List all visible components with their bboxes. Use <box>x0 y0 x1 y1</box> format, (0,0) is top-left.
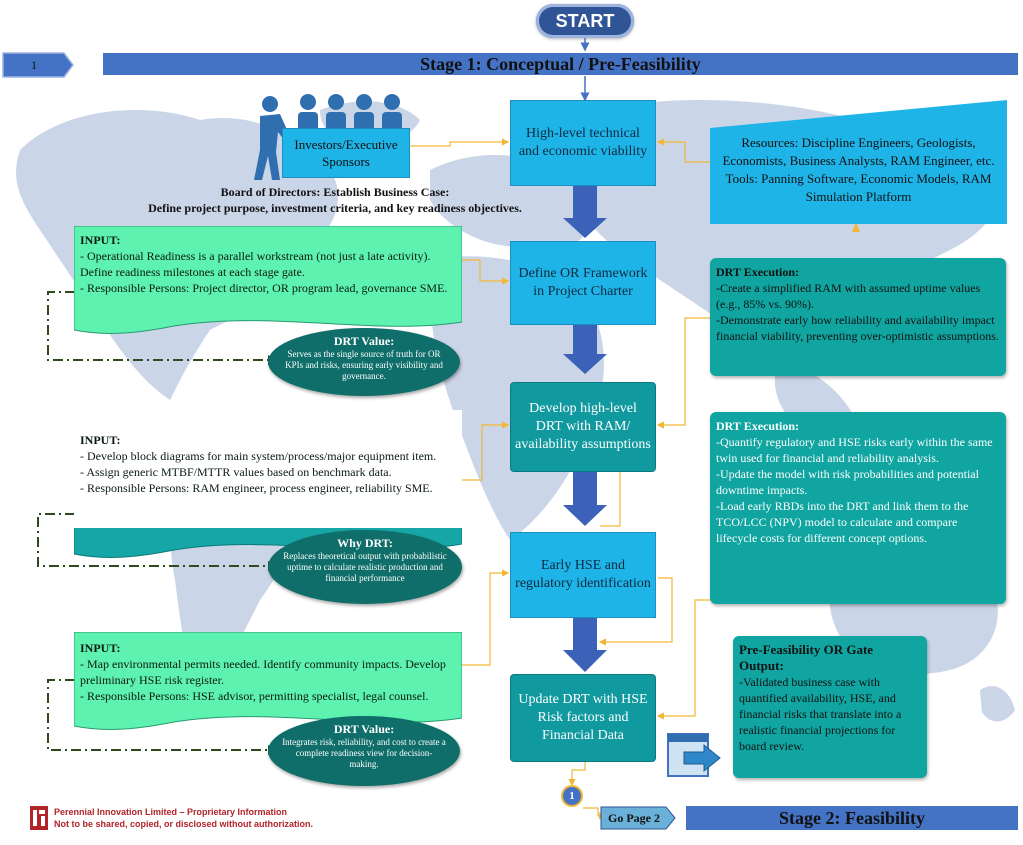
input-2-title: INPUT: <box>80 433 121 447</box>
stage-2-title-bar: Stage 2: Feasibility <box>686 806 1018 830</box>
input-3-text: - Map environmental permits needed. Iden… <box>80 657 446 703</box>
drt-execution-box-1: DRT Execution: -Create a simplified RAM … <box>710 258 1006 376</box>
input-3-title: INPUT: <box>80 641 121 655</box>
gate-output-box: Pre-Feasibility OR Gate Output: -Validat… <box>733 636 927 778</box>
resources-box-shape <box>710 100 1007 224</box>
drt-value-oval-1: DRT Value: Serves as the single source o… <box>268 328 460 396</box>
footer-proprietary-notice: Perennial Innovation Limited – Proprieta… <box>54 806 374 830</box>
drt-execution-box-2: DRT Execution: -Quantify regulatory and … <box>710 412 1006 604</box>
input-3-box: INPUT: - Map environmental permits neede… <box>74 636 462 722</box>
footer-line-1: Perennial Innovation Limited – Proprieta… <box>54 807 288 817</box>
input-2-shape <box>74 410 462 558</box>
resources-text: Resources: Discipline Engineers, Geologi… <box>722 135 995 168</box>
oval-1-title: DRT Value: <box>333 334 395 348</box>
oval-3-title: DRT Value: <box>333 722 395 736</box>
gate-title: Pre-Feasibility OR Gate Output: <box>739 642 874 673</box>
drt-2-title: DRT Execution: <box>716 419 800 433</box>
drt-value-oval-2: DRT Value: Integrates risk, reliability,… <box>268 716 460 786</box>
step-early-hse: Early HSE and regulatory identification <box>510 532 656 618</box>
investors-group-icon <box>254 94 402 180</box>
board-title: Board of Directors: Establish Business C… <box>220 185 450 199</box>
why-drt-oval: Why DRT: Replaces theoretical output wit… <box>268 530 462 604</box>
board-business-case: Board of Directors: Establish Business C… <box>100 184 570 216</box>
tools-text: Tools: Panning Software, Economic Models… <box>725 171 992 204</box>
oval-1-text: Serves as the single source of truth for… <box>285 349 443 381</box>
input-2-box: INPUT: - Develop block diagrams for main… <box>74 428 462 528</box>
go-page-2-button[interactable]: Go Page 2 <box>608 810 660 825</box>
input-1-text: - Operational Readiness is a parallel wo… <box>80 249 448 295</box>
step-develop-drt: Develop high-level DRT with RAM/ availab… <box>510 382 656 472</box>
stage-1-title-bar: Stage 1: Conceptual / Pre-Feasibility <box>103 53 1018 75</box>
input-1-shape <box>74 226 462 334</box>
drt-2-text: -Quantify regulatory and HSE risks early… <box>716 435 993 545</box>
resources-tools-box: Resources: Discipline Engineers, Geologi… <box>710 130 1007 224</box>
oval-2-title: Why DRT: <box>337 536 393 550</box>
company-logo-icon <box>30 806 48 830</box>
step-technical-economic-viability: High-level technical and economic viabil… <box>510 100 656 186</box>
start-terminator: START <box>536 4 634 38</box>
stage-1-number: 1 <box>31 57 37 72</box>
gate-text: -Validated business case with quantified… <box>739 675 902 753</box>
board-text: Define project purpose, investment crite… <box>148 201 522 215</box>
drt-1-title: DRT Execution: <box>716 265 800 279</box>
go-page-2-shape[interactable] <box>600 806 676 830</box>
drt-1-text: -Create a simplified RAM with assumed up… <box>716 281 999 343</box>
input-1-title: INPUT: <box>80 233 121 247</box>
investors-label: Investors/Executive Sponsors <box>282 128 410 178</box>
page-connector-circle: 1 <box>561 785 583 807</box>
oval-3-text: Integrates risk, reliability, and cost t… <box>282 737 446 769</box>
oval-2-text: Replaces theoretical output with probabi… <box>283 551 447 583</box>
step-update-drt: Update DRT with HSE Risk factors and Fin… <box>510 674 656 762</box>
stage-number-arrow <box>2 52 74 78</box>
input-2-text: - Develop block diagrams for main system… <box>80 449 437 495</box>
input-1-box: INPUT: - Operational Readiness is a para… <box>74 228 462 318</box>
step-define-or-framework: Define OR Framework in Project Charter <box>510 241 656 325</box>
export-arrow-icon <box>667 733 721 777</box>
footer-line-2: Not to be shared, copied, or disclosed w… <box>54 819 314 829</box>
